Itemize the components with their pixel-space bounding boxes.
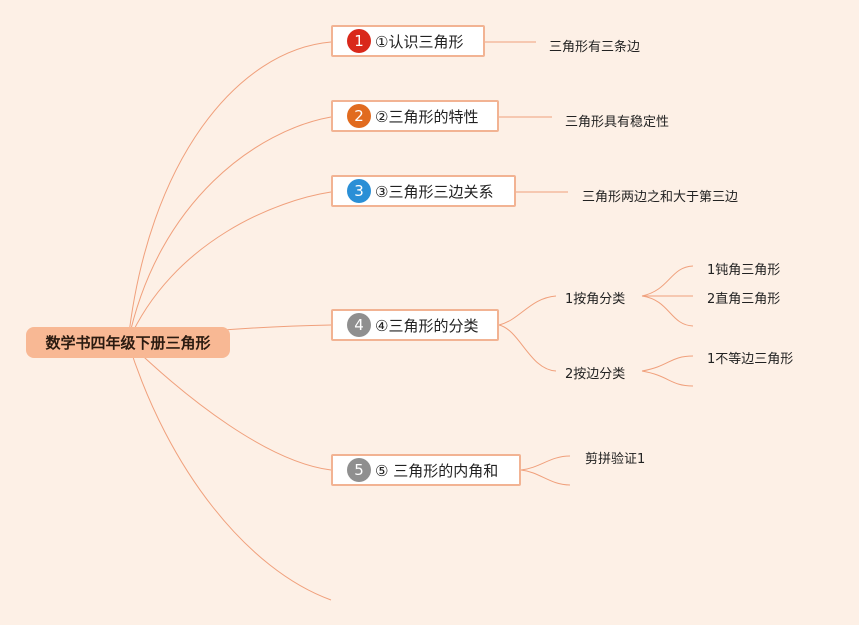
branch-5-topic[interactable]: 5 ⑤ 三角形的内角和 [331, 454, 521, 486]
group-by-side[interactable]: 2按边分类 [565, 367, 626, 382]
right-triangle-item[interactable]: 2直角三角形 [707, 292, 781, 307]
connector-side-scalene [641, 355, 694, 372]
branch-1-topic[interactable]: 1 ①认识三角形 [331, 25, 485, 57]
number-5-badge-icon: 5 [347, 458, 371, 482]
connector-root-b1 [127, 41, 332, 343]
obtuse-triangle-item[interactable]: 1钝角三角形 [707, 263, 781, 278]
connector-angle-obtuse [641, 265, 694, 297]
root-topic[interactable]: 数学书四年级下册三角形 [26, 327, 230, 358]
branch-5-child[interactable]: 剪拼验证1 [585, 452, 646, 467]
connector-b4-side [498, 324, 557, 372]
number-1-badge-icon: 1 [347, 29, 371, 53]
branch-1-child[interactable]: 三角形有三条边 [549, 40, 641, 55]
branch-3-child[interactable]: 三角形两边之和大于第三边 [582, 190, 739, 205]
branch-4-label: ④三角形的分类 [375, 316, 479, 335]
branch-2-child[interactable]: 三角形具有稳定性 [565, 115, 670, 130]
connector-b4-angle [498, 295, 557, 326]
connector-b5-child [520, 455, 571, 471]
branch-3-topic[interactable]: 3 ③三角形三边关系 [331, 175, 516, 207]
connector-b5-empty [520, 469, 571, 486]
scalene-triangle-item[interactable]: 1不等边三角形 [707, 352, 794, 367]
number-3-badge-icon: 3 [347, 179, 371, 203]
connector-side-empty [641, 370, 694, 387]
connector-root-b2 [127, 116, 332, 343]
branch-2-label: ②三角形的特性 [375, 107, 479, 126]
branch-5-label: ⑤ 三角形的内角和 [375, 461, 499, 480]
branch-4-topic[interactable]: 4 ④三角形的分类 [331, 309, 499, 341]
connector-root-b3 [127, 191, 332, 343]
connector-angle-empty [641, 295, 694, 327]
branch-3-label: ③三角形三边关系 [375, 182, 494, 201]
number-2-badge-icon: 2 [347, 104, 371, 128]
number-4-badge-icon: 4 [347, 313, 371, 337]
branch-1-label: ①认识三角形 [375, 32, 464, 51]
root-topic-label: 数学书四年级下册三角形 [45, 334, 211, 352]
connector-root-empty [127, 341, 332, 601]
branch-2-topic[interactable]: 2 ②三角形的特性 [331, 100, 499, 132]
connector-root-b5 [127, 341, 332, 471]
group-by-angle[interactable]: 1按角分类 [565, 292, 626, 307]
